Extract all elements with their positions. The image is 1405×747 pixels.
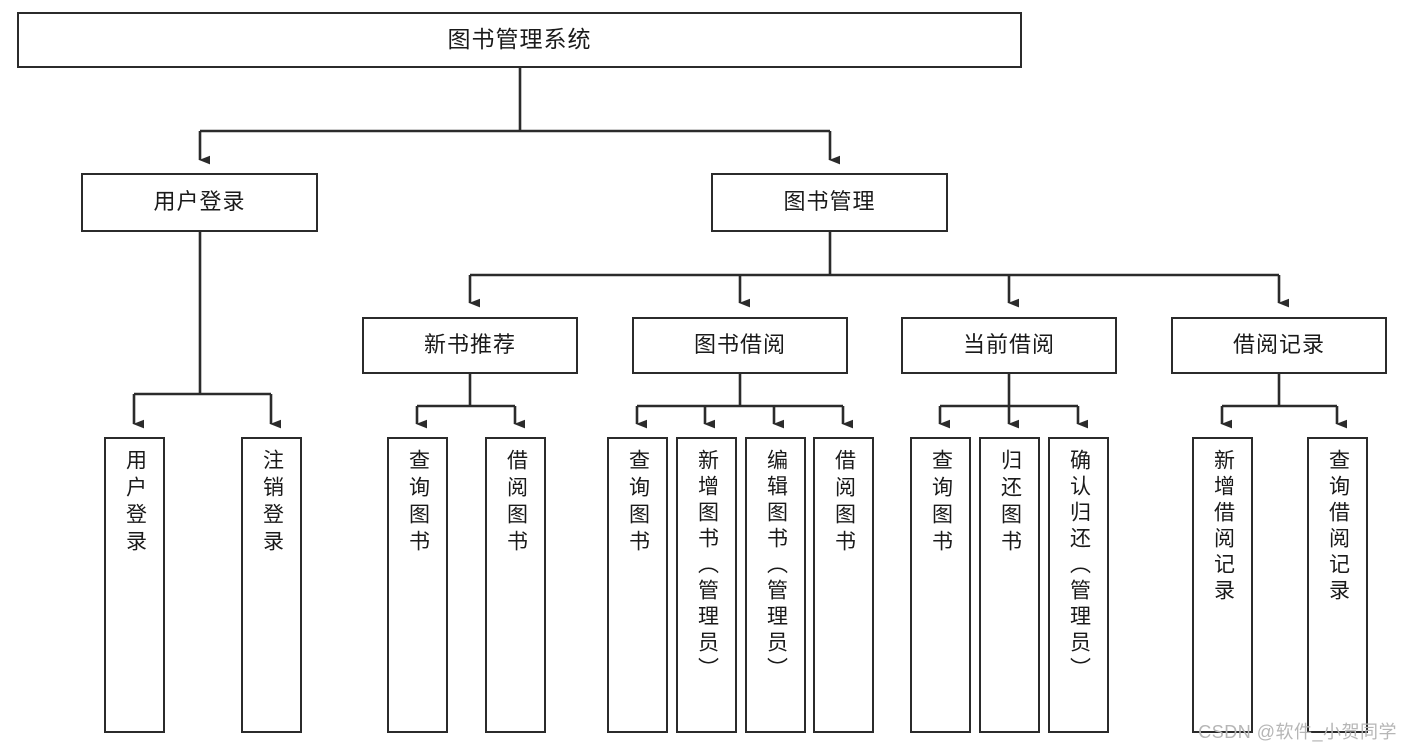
leaf-borrow-add-book-admin-label: 新增图书（管理员） bbox=[695, 449, 719, 683]
node-root-system-label: 图书管理系统 bbox=[447, 26, 592, 53]
node-root-system[interactable]: 图书管理系统 bbox=[17, 12, 1022, 68]
leaf-borrow-edit-book-admin[interactable]: 编辑图书（管理员） bbox=[745, 437, 806, 733]
node-user-login[interactable]: 用户登录 bbox=[81, 173, 318, 232]
node-book-borrow[interactable]: 图书借阅 bbox=[632, 317, 848, 374]
leaf-new-book-borrow-label: 借阅图书 bbox=[504, 449, 528, 557]
leaf-current-return-book-label: 归还图书 bbox=[998, 449, 1022, 557]
leaf-current-confirm-return-admin[interactable]: 确认归还（管理员） bbox=[1048, 437, 1109, 733]
node-book-management-label: 图书管理 bbox=[783, 189, 876, 215]
watermark: CSDN @软件_小贺同学 bbox=[1198, 722, 1397, 742]
node-user-login-label: 用户登录 bbox=[153, 189, 246, 215]
leaf-user-login-logout[interactable]: 注销登录 bbox=[241, 437, 302, 733]
leaf-borrow-borrow-book[interactable]: 借阅图书 bbox=[813, 437, 874, 733]
leaf-user-login-logout-label: 注销登录 bbox=[260, 449, 284, 557]
leaf-borrow-add-book-admin[interactable]: 新增图书（管理员） bbox=[676, 437, 737, 733]
node-book-management[interactable]: 图书管理 bbox=[711, 173, 948, 232]
leaf-borrow-edit-book-admin-label: 编辑图书（管理员） bbox=[764, 449, 788, 683]
node-new-book-recommend[interactable]: 新书推荐 bbox=[362, 317, 578, 374]
node-new-book-recommend-label: 新书推荐 bbox=[423, 332, 516, 358]
node-current-borrow-label: 当前借阅 bbox=[962, 332, 1055, 358]
node-borrow-record[interactable]: 借阅记录 bbox=[1171, 317, 1387, 374]
leaf-current-confirm-return-admin-label: 确认归还（管理员） bbox=[1067, 449, 1091, 683]
leaf-user-login-login[interactable]: 用户登录 bbox=[104, 437, 165, 733]
leaf-record-add-record-label: 新增借阅记录 bbox=[1211, 449, 1235, 605]
node-borrow-record-label: 借阅记录 bbox=[1232, 332, 1325, 358]
leaf-user-login-login-label: 用户登录 bbox=[123, 449, 147, 557]
leaf-current-query-book[interactable]: 查询图书 bbox=[910, 437, 971, 733]
node-current-borrow[interactable]: 当前借阅 bbox=[901, 317, 1117, 374]
leaf-new-book-query[interactable]: 查询图书 bbox=[387, 437, 448, 733]
leaf-record-add-record[interactable]: 新增借阅记录 bbox=[1192, 437, 1253, 733]
leaf-borrow-query-book-label: 查询图书 bbox=[626, 449, 650, 557]
leaf-current-query-book-label: 查询图书 bbox=[929, 449, 953, 557]
leaf-borrow-query-book[interactable]: 查询图书 bbox=[607, 437, 668, 733]
leaf-new-book-query-label: 查询图书 bbox=[406, 449, 430, 557]
leaf-borrow-borrow-book-label: 借阅图书 bbox=[832, 449, 856, 557]
leaf-record-query-record-label: 查询借阅记录 bbox=[1326, 449, 1350, 605]
node-book-borrow-label: 图书借阅 bbox=[693, 332, 786, 358]
leaf-new-book-borrow[interactable]: 借阅图书 bbox=[485, 437, 546, 733]
leaf-current-return-book[interactable]: 归还图书 bbox=[979, 437, 1040, 733]
leaf-record-query-record[interactable]: 查询借阅记录 bbox=[1307, 437, 1368, 733]
